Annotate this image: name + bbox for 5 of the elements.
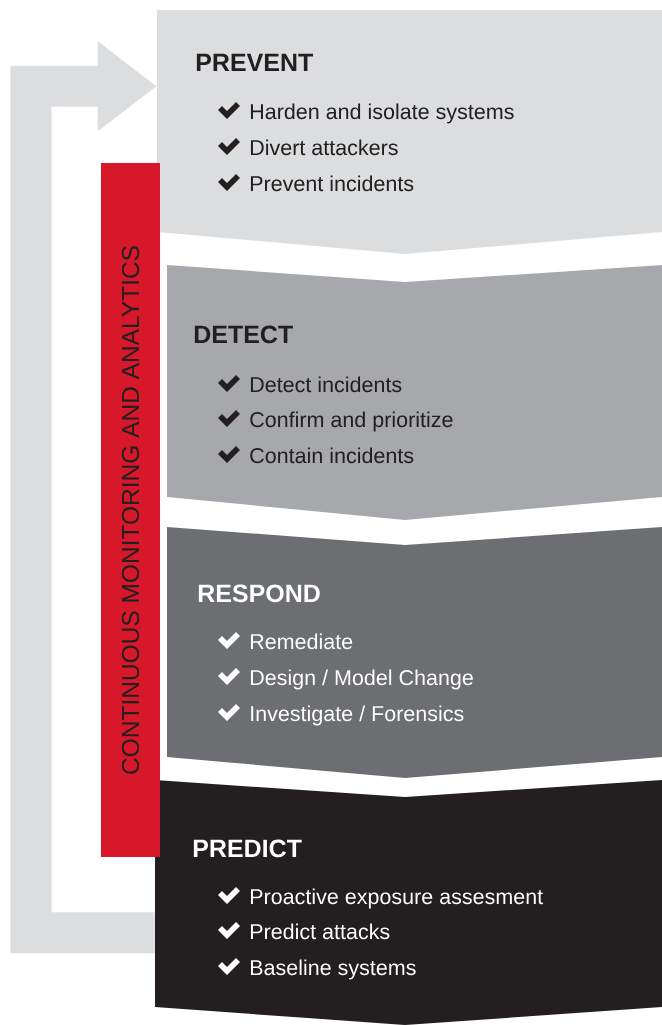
vertical-banner: CONTINUOUS MONITORING AND ANALYTICS [101,163,160,857]
chevron-band: PREVENT Harden and isolate systems Divert attackers Prevent incidents [157,10,662,254]
chevron-band: PREDICT Proactive exposure assesment Predict attacks Baseline systems [155,780,662,1025]
chevron-band: RESPOND Remediate Design / Model Change Investigate / Forensics [167,527,662,778]
chevron-band: DETECT Detect incidents Confirm and prioritize Contain incidents [167,265,662,520]
